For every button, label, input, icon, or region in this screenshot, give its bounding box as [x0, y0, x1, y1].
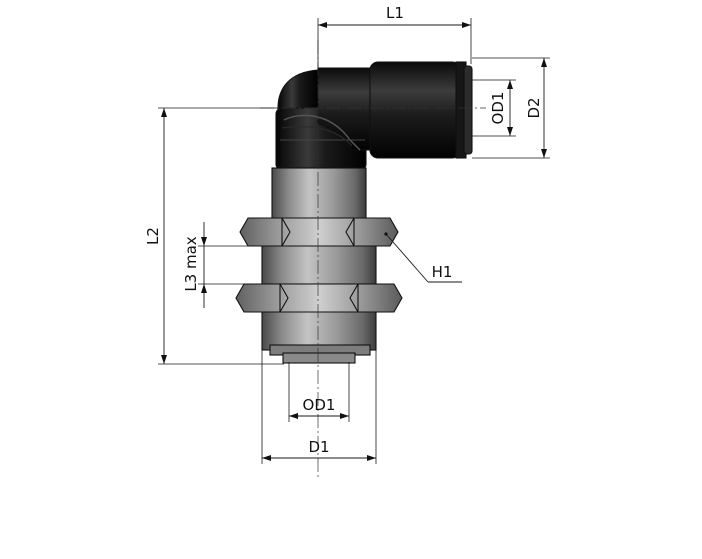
- label-od1-bottom: OD1: [303, 396, 336, 414]
- dimension-l3: L3 max: [182, 222, 248, 308]
- dimension-h1: H1: [384, 232, 462, 283]
- dimension-d2: D2: [472, 57, 550, 159]
- label-d1: D1: [308, 438, 329, 456]
- hex-nut-upper: [239, 217, 399, 247]
- hex-nut-lower: [235, 283, 403, 313]
- dimension-l2: L2: [144, 107, 284, 365]
- elbow-body: [275, 61, 473, 171]
- label-l3: L3 max: [182, 236, 200, 291]
- dimension-l1: L1: [317, 4, 472, 70]
- dimension-od1-side: OD1: [472, 79, 516, 137]
- label-l2: L2: [144, 227, 162, 245]
- metal-stem: [261, 167, 377, 364]
- dimension-d1: D1: [261, 350, 377, 464]
- label-d2: D2: [525, 97, 543, 118]
- label-h1: H1: [432, 263, 453, 281]
- label-od1-side: OD1: [489, 92, 507, 125]
- label-l1: L1: [386, 4, 404, 22]
- dimension-od1-bottom: OD1: [288, 362, 350, 422]
